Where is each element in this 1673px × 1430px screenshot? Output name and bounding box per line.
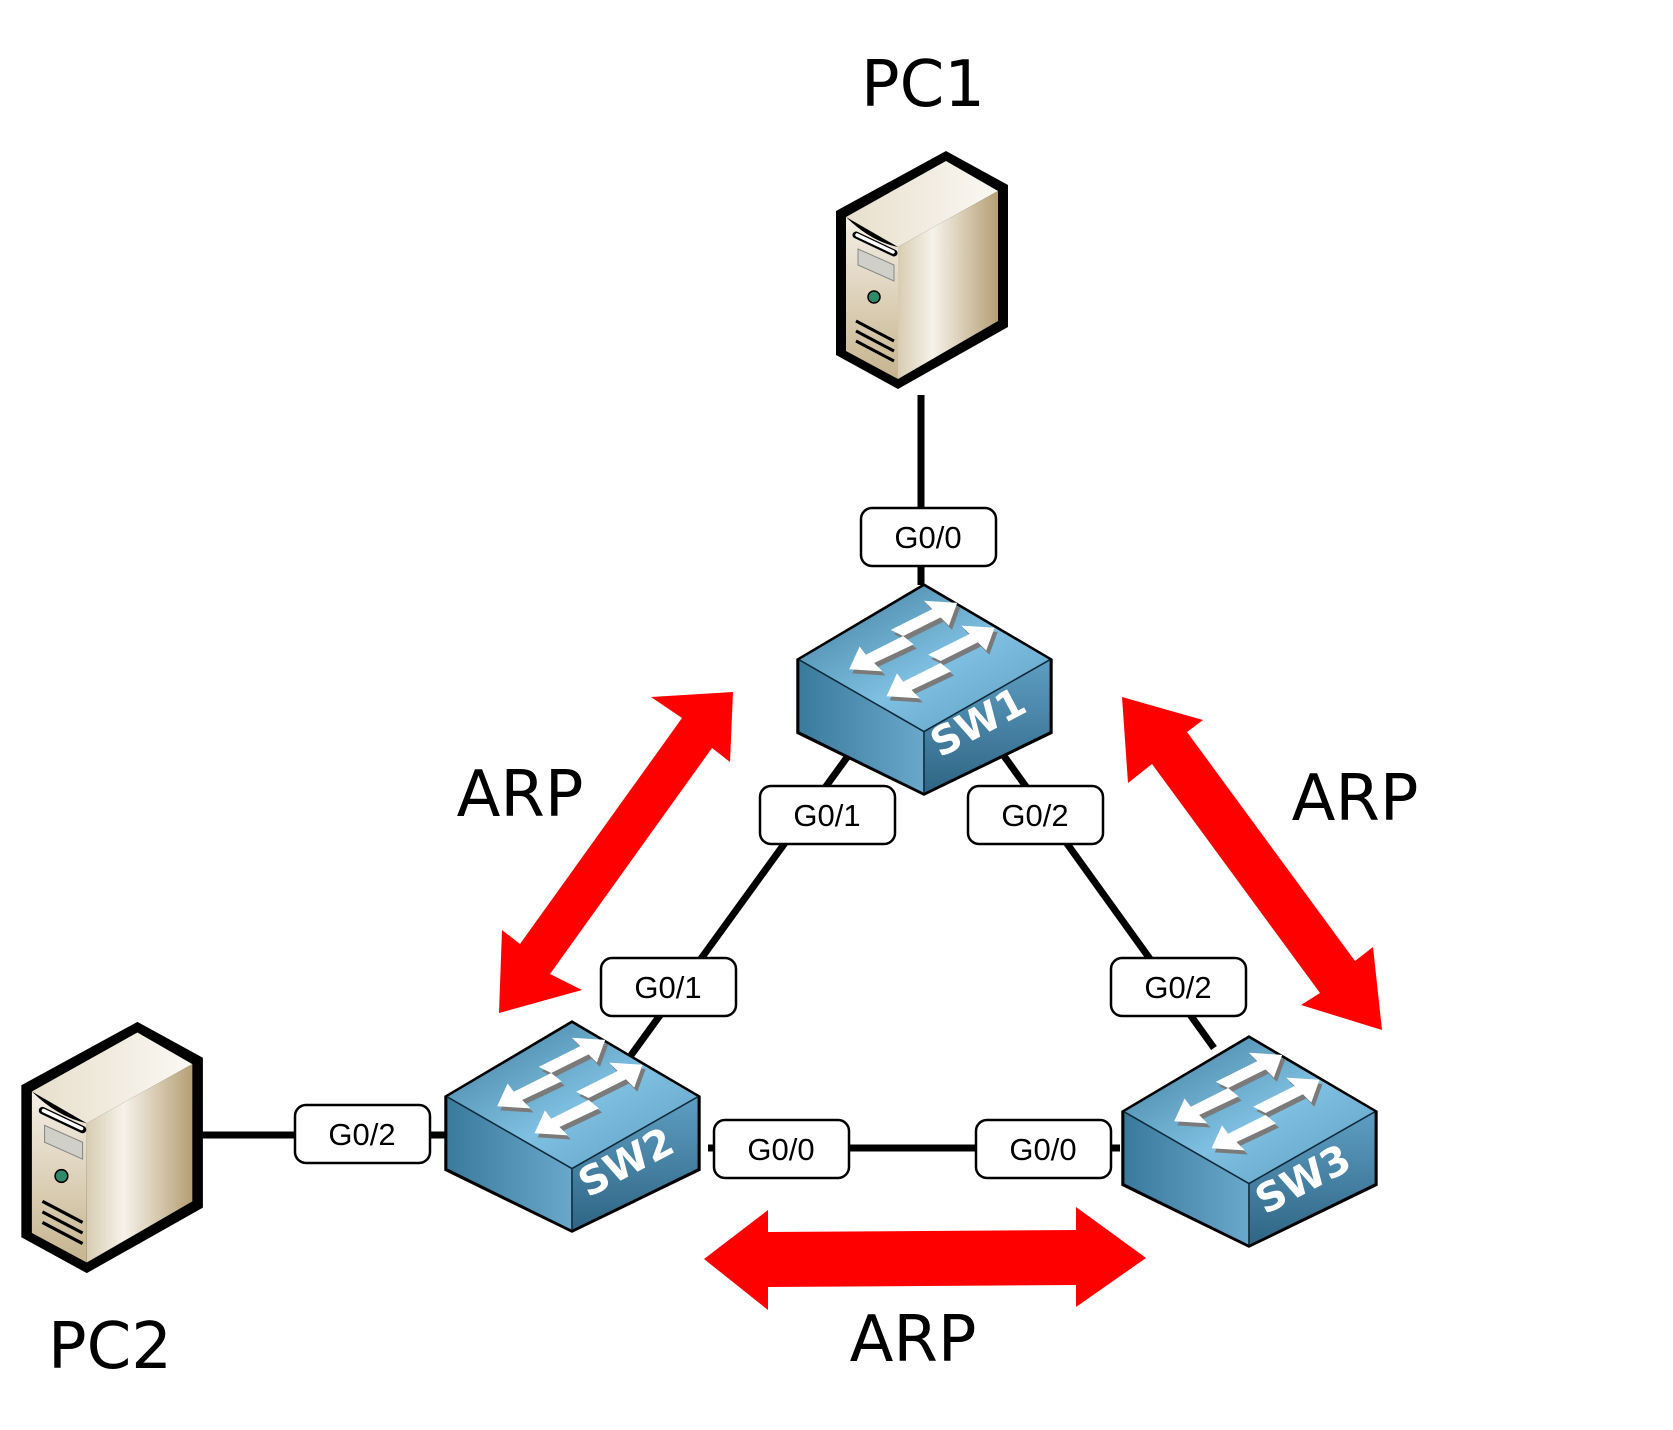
- sw1-node[interactable]: SW1: [795, 582, 1054, 797]
- port-label-sw2-g02: G0/2: [293, 1103, 432, 1165]
- sw3-node[interactable]: SW3: [1120, 1034, 1379, 1249]
- links: [200, 395, 1217, 1152]
- arp-arrow-sw1-sw3: [1122, 697, 1382, 1030]
- pc-icon: [836, 151, 1008, 389]
- port-label-sw1-g00: G0/0: [859, 506, 998, 568]
- pc1-node[interactable]: [836, 151, 1008, 389]
- arp-arrow-sw2-sw3: [704, 1207, 1146, 1310]
- arp-label-sw1-sw3: ARP: [1292, 762, 1419, 836]
- svg-text:G0/0: G0/0: [1009, 1132, 1076, 1167]
- port-label-sw2-g01: G0/1: [599, 956, 738, 1018]
- pc2-label: PC2: [48, 1310, 172, 1384]
- port-label-sw3-g02: G0/2: [1109, 956, 1248, 1018]
- sw2-node[interactable]: SW2: [443, 1019, 702, 1234]
- svg-text:G0/0: G0/0: [747, 1132, 814, 1167]
- svg-text:G0/1: G0/1: [634, 970, 701, 1005]
- svg-text:G0/2: G0/2: [1001, 798, 1068, 833]
- pc-icon: [21, 1022, 203, 1273]
- port-label-sw3-g00: G0/0: [974, 1118, 1113, 1180]
- pc2-node[interactable]: [21, 1022, 203, 1273]
- svg-text:G0/2: G0/2: [1144, 970, 1211, 1005]
- arp-arrow-sw1-sw2: [499, 692, 733, 1013]
- arp-label-sw2-sw3: ARP: [850, 1303, 977, 1377]
- svg-text:G0/0: G0/0: [894, 520, 961, 555]
- port-label-sw2-g00: G0/0: [712, 1118, 851, 1180]
- pc1-label: PC1: [861, 48, 985, 122]
- svg-text:G0/1: G0/1: [793, 798, 860, 833]
- port-label-sw1-g02: G0/2: [966, 784, 1105, 846]
- svg-text:G0/2: G0/2: [328, 1117, 395, 1152]
- port-label-sw1-g01: G0/1: [758, 784, 897, 846]
- arp-label-sw1-sw2: ARP: [457, 758, 584, 832]
